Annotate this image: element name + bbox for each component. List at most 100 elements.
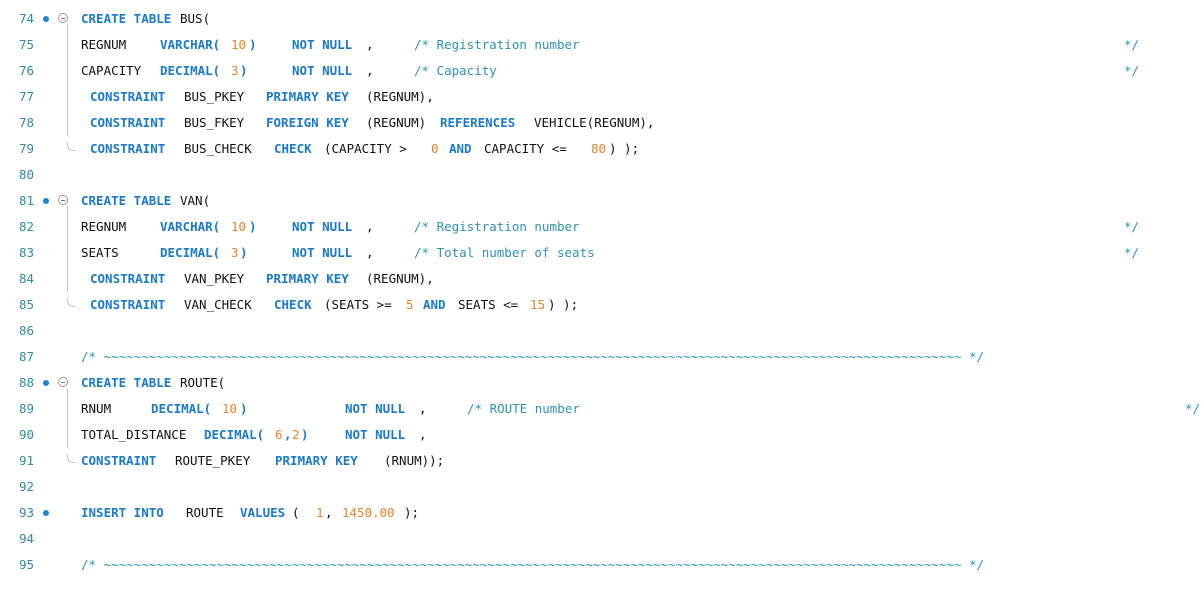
- code-token: 10: [231, 37, 247, 52]
- code-line[interactable]: 95/* ~~~~~~~~~~~~~~~~~~~~~~~~~~~~~~~~~~~…: [0, 552, 1204, 578]
- code-token: ,: [366, 219, 374, 234]
- line-number: 75: [18, 37, 34, 52]
- fold-collapse-icon[interactable]: [58, 13, 68, 23]
- code-token: CREATE TABLE: [81, 375, 172, 390]
- code-token: REGNUM: [81, 219, 127, 234]
- code-token: ) );: [609, 141, 640, 156]
- statement-marker-icon[interactable]: [43, 380, 49, 386]
- code-token: ): [249, 219, 257, 234]
- line-number: 77: [18, 89, 34, 104]
- line-number: 92: [18, 479, 34, 494]
- code-token: ,: [284, 427, 292, 442]
- code-line[interactable]: 92: [0, 474, 1204, 500]
- code-token: ): [240, 401, 248, 416]
- code-token: ): [240, 245, 248, 260]
- code-token: TOTAL_DISTANCE: [81, 427, 187, 442]
- line-number: 87: [18, 349, 34, 364]
- code-token: (: [292, 505, 300, 520]
- fold-guide-end: [67, 454, 76, 463]
- code-token: ,: [366, 245, 374, 260]
- code-token: BUS(: [180, 11, 211, 26]
- code-token: CONSTRAINT: [90, 297, 166, 312]
- line-number: 79: [18, 141, 34, 156]
- code-line[interactable]: 94: [0, 526, 1204, 552]
- code-token: SEATS: [81, 245, 119, 260]
- code-token: ): [240, 63, 248, 78]
- code-line[interactable]: 87 /* ~~~~~~~~~~~~~~~~~~~~~~~~~~~~~~~~~~~…: [0, 344, 1204, 370]
- line-number: 91: [18, 453, 34, 468]
- code-token: /* Registration number: [414, 37, 580, 52]
- fold-collapse-icon[interactable]: [58, 195, 68, 205]
- code-token: CHECK: [274, 297, 312, 312]
- code-token: NOT NULL: [345, 427, 406, 442]
- code-token: ROUTE: [186, 505, 224, 520]
- statement-marker-icon[interactable]: [43, 198, 49, 204]
- code-token: ,: [419, 401, 427, 416]
- code-token: 10: [222, 401, 238, 416]
- code-token: VAN_CHECK: [184, 297, 252, 312]
- code-token: NOT NULL: [292, 219, 353, 234]
- code-token: */: [1185, 401, 1201, 416]
- code-token: REFERENCES: [440, 115, 516, 130]
- fold-guide-line: [67, 24, 68, 136]
- line-number: 84: [18, 271, 34, 286]
- statement-marker-icon[interactable]: [43, 16, 49, 22]
- code-token: */: [1124, 219, 1140, 234]
- code-token: );: [404, 505, 420, 520]
- code-token: 10: [231, 219, 247, 234]
- code-token: ) );: [548, 297, 579, 312]
- code-token: /* ROUTE number: [467, 401, 580, 416]
- code-token: ROUTE_PKEY: [175, 453, 251, 468]
- code-token: NOT NULL: [292, 37, 353, 52]
- fold-collapse-icon[interactable]: [58, 377, 68, 387]
- code-token: PRIMARY KEY: [266, 89, 349, 104]
- code-token: */: [1124, 63, 1140, 78]
- code-token: NOT NULL: [292, 63, 353, 78]
- code-token: 15: [530, 297, 546, 312]
- code-token: CHECK: [274, 141, 312, 156]
- code-token: 0: [431, 141, 439, 156]
- code-token: VAN(: [180, 193, 211, 208]
- code-token: ,: [366, 37, 374, 52]
- line-number: 90: [18, 427, 34, 442]
- code-token: BUS_CHECK: [184, 141, 252, 156]
- code-line[interactable]: 80: [0, 162, 1204, 188]
- code-line[interactable]: 86: [0, 318, 1204, 344]
- code-token: AND: [423, 297, 446, 312]
- line-number: 74: [18, 11, 34, 26]
- fold-guide-end: [67, 298, 76, 307]
- line-number: 88: [18, 375, 34, 390]
- code-token: VARCHAR(: [160, 219, 221, 234]
- line-number: 76: [18, 63, 34, 78]
- code-token: CONSTRAINT: [81, 453, 157, 468]
- line-number: 94: [18, 531, 34, 546]
- code-token: BUS_PKEY: [184, 89, 245, 104]
- code-token: /* ~~~~~~~~~~~~~~~~~~~~~~~~~~~~~~~~~~~~~…: [81, 349, 985, 364]
- code-token: CONSTRAINT: [90, 115, 166, 130]
- code-token: */: [1124, 37, 1140, 52]
- code-token: RNUM: [81, 401, 112, 416]
- code-token: CAPACITY: [81, 63, 142, 78]
- code-token: 5: [406, 297, 414, 312]
- code-token: 3: [231, 245, 239, 260]
- code-token: (REGNUM): [366, 115, 427, 130]
- statement-marker-icon[interactable]: [43, 510, 49, 516]
- code-token: (RNUM));: [384, 453, 445, 468]
